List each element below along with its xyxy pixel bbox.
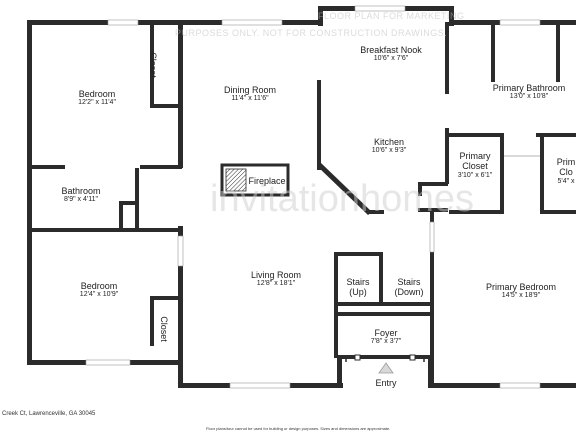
watermark-brand: invitationhomes <box>210 178 475 220</box>
interior-walls <box>27 20 576 387</box>
room-dimensions: 12'4" x 10'9" <box>79 291 119 299</box>
room-name: Prim <box>556 157 576 167</box>
room-name: Bedroom <box>80 281 118 291</box>
room-name: Stairs <box>346 277 370 287</box>
room-breakfast-nook: Breakfast Nook 10'6" x 7'6" <box>360 45 422 63</box>
room-name: Primary <box>459 151 491 161</box>
room-name: Clo <box>559 167 573 178</box>
room-name: Foyer <box>374 328 398 338</box>
room-name: Primary Bathroom <box>492 83 566 93</box>
room-dining: Dining Room 11'4" x 11'6" <box>224 85 276 103</box>
room-name: Entry <box>375 378 397 388</box>
room-primary-bathroom: Primary Bathroom 13'0" x 10'8" <box>493 83 566 101</box>
room-bedroom-top: Bedroom 12'2" x 11'4" <box>78 89 116 107</box>
room-dimensions: 8'9" x 4'11" <box>64 196 98 204</box>
room-closet-top: Closet <box>147 52 158 78</box>
room-name: Dining Room <box>223 85 277 95</box>
room-name: Primary Bedroom <box>485 282 557 292</box>
room-dimensions: 11'4" x 11'6" <box>231 95 269 103</box>
doors <box>345 154 540 362</box>
room-bedroom-bottom: Bedroom 12'4" x 10'9" <box>80 281 118 299</box>
room-dimensions: 10'6" x 9'3" <box>371 147 407 155</box>
room-name: Closet <box>462 161 488 172</box>
watermark-line2: PURPOSES ONLY. NOT FOR CONSTRUCTION DRAW… <box>175 28 448 38</box>
room-name: Breakfast Nook <box>360 45 422 55</box>
room-dimensions: 12'2" x 11'4" <box>78 99 116 107</box>
room-name: Bathroom <box>61 186 101 196</box>
room-stairs-up: Stairs (Up) <box>346 277 369 298</box>
room-name: Bedroom <box>78 89 116 99</box>
footer-address: Creek Ct, Lawrenceville, GA 30045 <box>2 411 96 417</box>
room-name: (Down) <box>394 287 424 298</box>
room-dimensions: 10'6" x 7'6" <box>373 55 409 63</box>
room-dimensions: 3'10" x 6'1" <box>457 171 493 179</box>
watermark-line1: FLOOR PLAN FOR MARKETING <box>318 11 465 21</box>
windows <box>85 5 541 389</box>
room-closet-bottom: Closet <box>158 316 169 342</box>
footer-disclaimer: Floor plans/tour cannot be used for buil… <box>206 426 391 431</box>
room-name: (Up) <box>349 287 367 298</box>
room-dimensions: 12'8" x 18'1" <box>256 280 296 288</box>
room-living: Living Room 12'8" x 18'1" <box>251 270 301 288</box>
fireplace-label: Fireplace <box>248 176 285 186</box>
room-dimensions: 13'0" x 10'8" <box>509 93 549 101</box>
room-name: Kitchen <box>373 137 405 147</box>
room-name: Fireplace <box>248 176 286 186</box>
entry-arrow-icon <box>378 362 394 374</box>
room-foyer: Foyer 7'8" x 3'7" <box>371 328 402 346</box>
room-stairs-down: Stairs (Down) <box>394 277 423 298</box>
room-dimensions: 7'8" x 3'7" <box>370 338 402 346</box>
room-dimensions: 5'4" x <box>557 177 575 185</box>
room-bathroom: Bathroom 8'9" x 4'11" <box>61 186 100 204</box>
room-name: Stairs <box>397 277 421 287</box>
room-primary-closet-2: Prim Clo 5'4" x <box>557 157 576 186</box>
room-kitchen: Kitchen 10'6" x 9'3" <box>372 137 407 155</box>
room-dimensions: 14'5" x 18'9" <box>501 292 541 300</box>
room-name: Living Room <box>250 270 302 280</box>
entry-label: Entry <box>375 378 396 388</box>
room-primary-bedroom: Primary Bedroom 14'5" x 18'9" <box>486 282 556 300</box>
room-primary-closet: Primary Closet 3'10" x 6'1" <box>458 151 493 180</box>
